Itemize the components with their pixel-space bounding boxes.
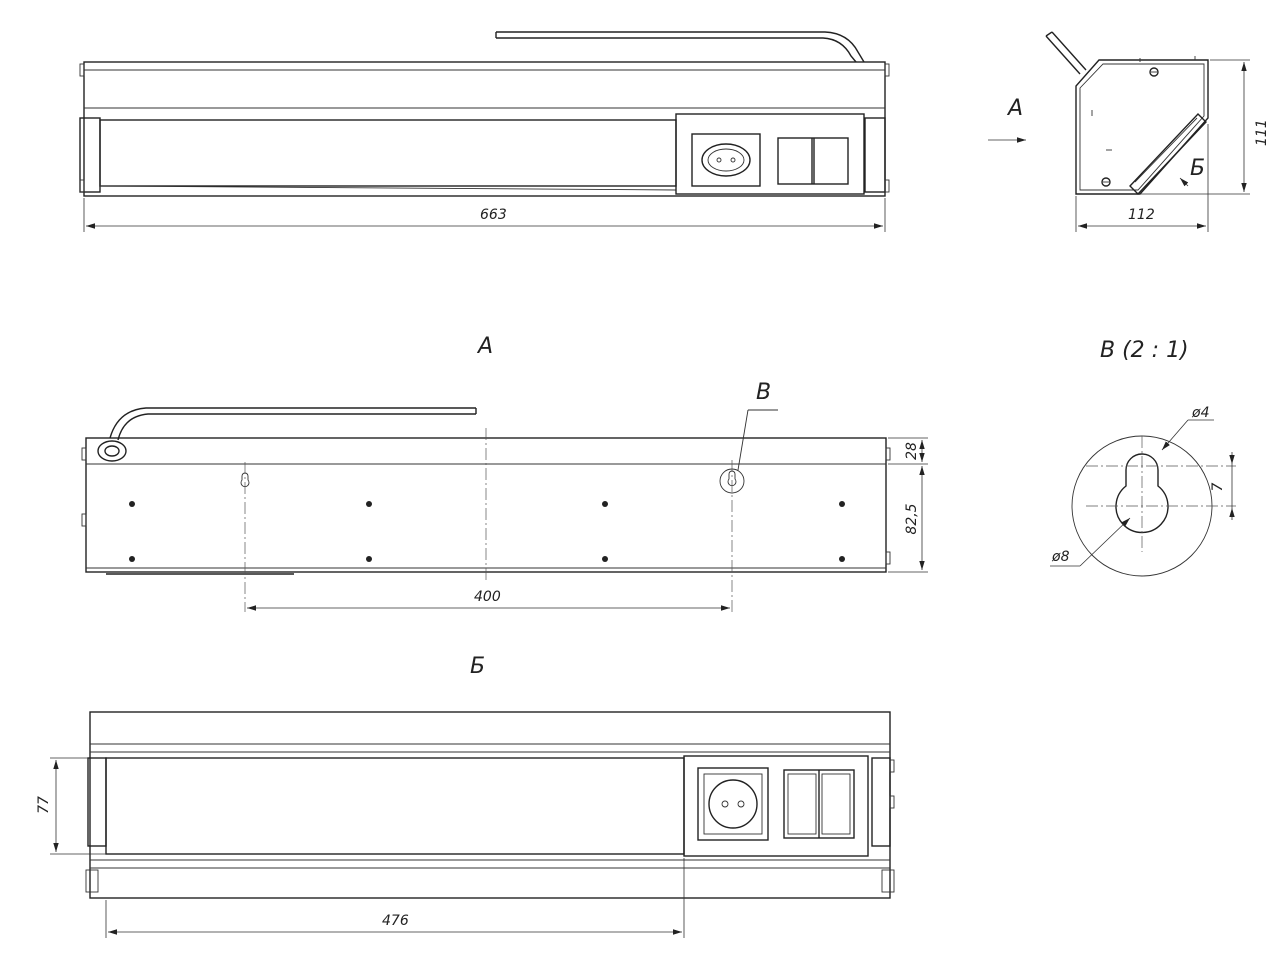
detail-keyhole [1115,453,1169,534]
bottom-view-title: Б [470,654,486,679]
dim-label-7: 7 [1210,482,1226,492]
side-arrow-a-label: А [1008,96,1024,121]
front-body [83,61,886,197]
dim-label-663: 663 [480,207,507,223]
rear-view-a [81,407,928,612]
rear-screws [129,501,845,562]
dim-label-111: 111 [1254,119,1270,146]
dim-label-28: 28 [904,442,920,460]
dim-label-77: 77 [36,796,52,814]
rear-callout-label: В [756,380,772,405]
front-switches [777,137,849,185]
detail-title: В (2 : 1) [1100,338,1189,363]
side-view [988,31,1250,232]
view-arrow-b [1179,177,1189,187]
side-arrow-b-label: Б [1190,156,1206,181]
bottom-socket [697,767,769,841]
front-socket [691,133,761,187]
front-cable [496,31,865,63]
dim-label-112: 112 [1128,207,1155,223]
dim-label-dia-4: ø4 [1192,405,1210,421]
dim-label-82-5: 82,5 [904,503,920,535]
front-view [79,31,890,232]
bottom-body [89,711,891,899]
bottom-module [683,755,869,857]
rear-view-title: А [478,334,494,359]
dim-label-dia-8: ø8 [1052,549,1070,565]
dim-label-400: 400 [474,589,501,605]
detail-view-b [1050,419,1236,577]
bottom-view-b [50,711,895,938]
front-module [675,113,865,195]
dim-label-476: 476 [382,913,409,929]
rear-keyhole-left [240,472,250,488]
